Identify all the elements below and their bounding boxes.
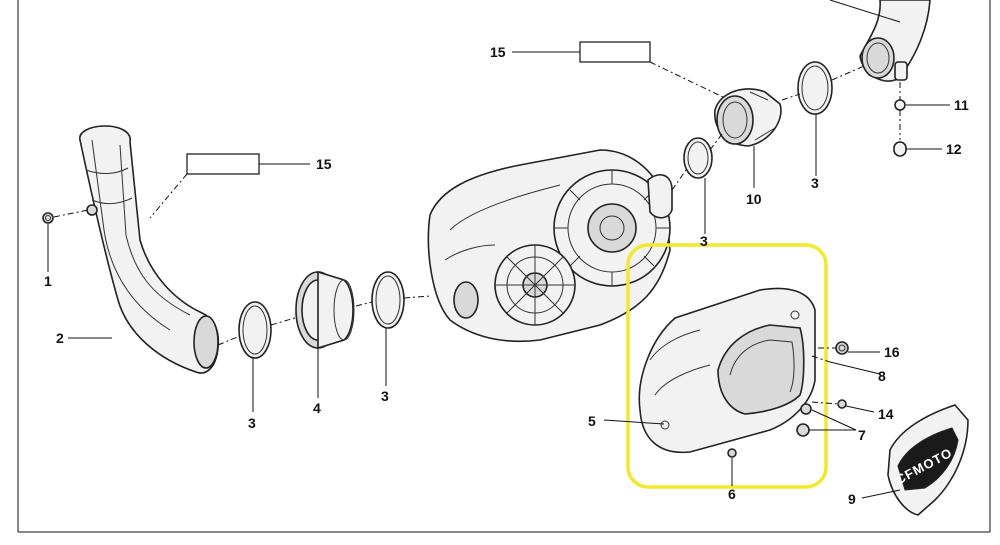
cap-part-12 (893, 141, 907, 157)
callout-15-top: 15 (490, 44, 506, 60)
nut-part-16 (835, 341, 849, 355)
callout-4: 4 (313, 400, 321, 416)
callout-1: 1 (44, 273, 52, 289)
hose-clamp-3c (683, 137, 713, 179)
bolt-part-6 (727, 448, 737, 458)
dash-13 (811, 355, 831, 363)
callout-10: 10 (746, 191, 762, 207)
callout-8: 8 (878, 368, 886, 384)
dash-2 (217, 335, 241, 346)
placeholder-box-15-left (186, 153, 260, 175)
duct-mount-boss (86, 204, 98, 216)
callout-6: 6 (728, 486, 736, 502)
bolt-part-14 (837, 399, 847, 409)
cvt-outer-cover-part-5 (638, 287, 816, 454)
intake-boot-part-10 (714, 88, 782, 147)
hose-clamp-3a (238, 301, 272, 359)
dash-9 (831, 65, 865, 81)
callout-3-mid: 3 (381, 388, 389, 404)
callout-2: 2 (56, 330, 64, 346)
placeholder-box-15-top (579, 41, 651, 63)
dash-14 (811, 401, 839, 405)
logo-badge-part-9: CFMOTO (887, 404, 969, 516)
callout-3-left: 3 (248, 415, 256, 431)
dash-7 (709, 133, 723, 151)
dash-5 (403, 295, 431, 299)
callout-9: 9 (848, 491, 856, 507)
clip-part-11 (894, 99, 906, 111)
dash-8 (781, 93, 801, 101)
dash-6 (671, 169, 687, 191)
callout-15-left: 15 (316, 156, 332, 172)
intake-duct-left (79, 125, 220, 374)
dash-3 (270, 316, 299, 326)
leader-top (829, 0, 901, 23)
callout-5: 5 (588, 413, 596, 429)
duct-outlet (193, 315, 219, 369)
bolt-part-1 (42, 212, 54, 224)
callout-7: 7 (858, 427, 866, 443)
callout-12: 12 (946, 141, 962, 157)
rubber-boot-part-4 (295, 270, 355, 350)
dash-1 (53, 209, 89, 218)
callout-11: 11 (954, 97, 969, 113)
hose-clamp-3d (797, 61, 833, 115)
callout-16: 16 (884, 344, 900, 360)
washer-part-7a (800, 403, 812, 415)
cvt-housing (427, 149, 673, 343)
dash-4 (355, 301, 373, 307)
callout-3-right: 3 (700, 233, 708, 249)
callout-14: 14 (878, 406, 894, 422)
callout-3-upper: 3 (811, 175, 819, 191)
hose-clamp-3b (371, 271, 405, 329)
washer-part-7b (796, 423, 810, 437)
intake-duct-upper-right (859, 0, 931, 82)
highlight-box (626, 243, 828, 489)
